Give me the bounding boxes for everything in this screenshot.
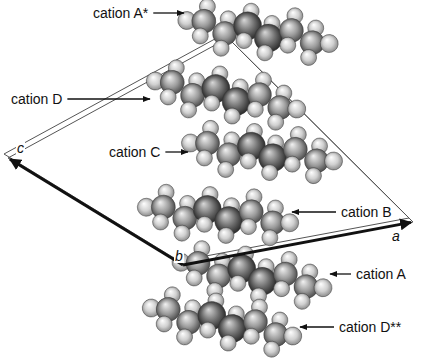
atom-sphere bbox=[240, 218, 257, 235]
axis-arrow bbox=[183, 222, 411, 265]
atom-sphere bbox=[203, 94, 221, 112]
cation-label: cation B bbox=[340, 205, 393, 219]
atom-sphere bbox=[300, 49, 318, 67]
axis-label: c bbox=[16, 141, 25, 155]
atom-sphere bbox=[313, 278, 333, 298]
atom-sphere bbox=[199, 321, 217, 339]
atom-sphere bbox=[324, 151, 343, 170]
atom-sphere bbox=[223, 107, 241, 125]
axis-label: a bbox=[391, 229, 401, 243]
cation-label: cation C bbox=[108, 145, 161, 159]
cation-molecule bbox=[179, 118, 345, 185]
atom-sphere bbox=[196, 149, 213, 166]
atom-sphere bbox=[229, 274, 247, 292]
atom-sphere bbox=[280, 213, 299, 232]
axis-arrow bbox=[10, 159, 183, 265]
atom-sphere bbox=[283, 326, 303, 346]
atom-sphere bbox=[273, 280, 291, 298]
atom-sphere bbox=[155, 315, 173, 333]
atom-sphere bbox=[242, 327, 260, 345]
atom-sphere bbox=[180, 101, 198, 119]
atom-sphere bbox=[256, 44, 274, 62]
atom-sphere bbox=[246, 100, 264, 118]
atom-sphere bbox=[284, 156, 301, 173]
leader-arrow bbox=[165, 151, 188, 152]
cation-label: cation D bbox=[10, 92, 63, 106]
atom-sphere bbox=[261, 164, 278, 181]
atom-sphere bbox=[261, 229, 278, 246]
cation-molecule bbox=[142, 56, 310, 134]
atom-sphere bbox=[263, 340, 281, 358]
atom-sphere bbox=[191, 27, 209, 45]
atom-sphere bbox=[196, 216, 213, 233]
cation-molecule bbox=[175, 0, 342, 68]
atom-sphere bbox=[174, 225, 191, 242]
cation-label: cation D** bbox=[338, 320, 402, 334]
atom-sphere bbox=[319, 34, 339, 54]
atom-sphere bbox=[176, 328, 194, 346]
unit-cell-edge bbox=[8, 38, 413, 265]
cation-molecule bbox=[138, 283, 306, 360]
leader-arrow bbox=[292, 211, 336, 212]
atom-sphere bbox=[212, 39, 230, 57]
leader-arrow bbox=[300, 326, 334, 327]
cation-label: cation A bbox=[355, 267, 407, 281]
unit-cell-edge bbox=[4, 34, 409, 261]
cation-label: cation A* bbox=[92, 6, 149, 20]
atom-sphere bbox=[219, 334, 237, 352]
axis-label: b bbox=[174, 249, 184, 263]
atom-sphere bbox=[185, 269, 203, 287]
cation-molecule bbox=[136, 183, 301, 247]
atom-sphere bbox=[305, 167, 322, 184]
leader-arrow bbox=[153, 12, 184, 13]
atom-sphere bbox=[293, 292, 311, 310]
leader-arrow bbox=[67, 98, 150, 99]
atom-sphere bbox=[240, 153, 257, 170]
atom-sphere bbox=[159, 88, 177, 106]
atom-sphere bbox=[235, 32, 253, 50]
atom-sphere bbox=[217, 161, 234, 178]
leader-arrow bbox=[330, 273, 351, 274]
atom-sphere bbox=[279, 36, 297, 54]
atom-sphere bbox=[152, 214, 169, 231]
atom-sphere bbox=[218, 227, 235, 244]
atom-sphere bbox=[287, 99, 307, 119]
atom-sphere bbox=[267, 113, 285, 131]
